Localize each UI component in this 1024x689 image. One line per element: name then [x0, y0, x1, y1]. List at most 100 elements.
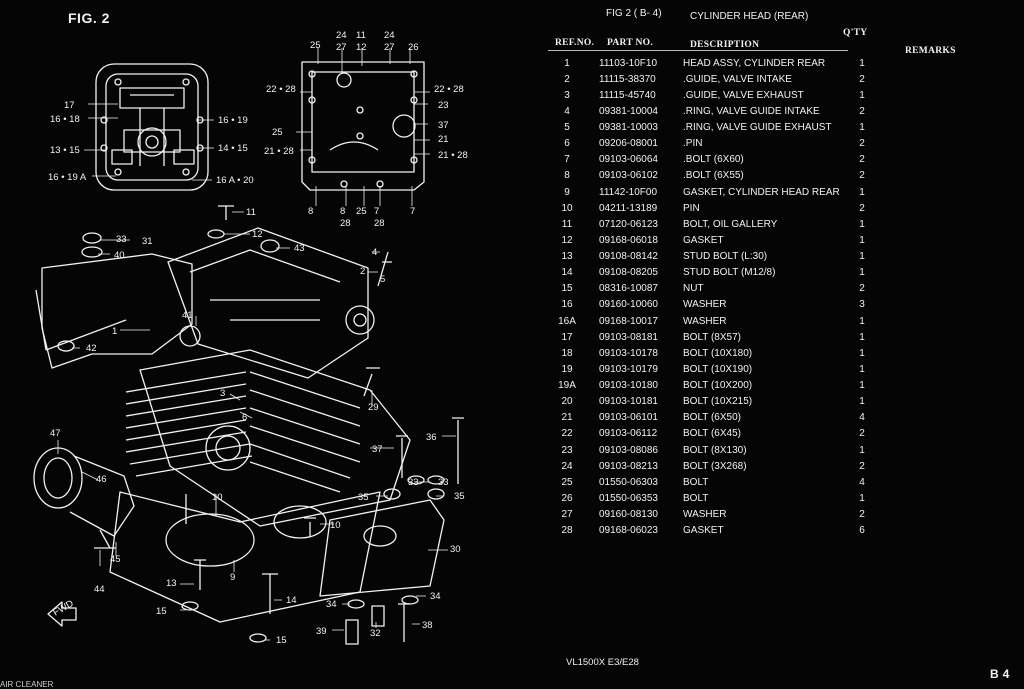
callout: 17	[64, 100, 75, 111]
description-cell: BOLT (6X50)	[683, 412, 741, 424]
ref-number-cell: 25	[561, 476, 573, 488]
callout: 15	[276, 635, 287, 646]
figure-reference: FIG 2 ( B- 4)	[606, 8, 662, 19]
quantity-cell: 1	[859, 380, 865, 392]
callout: 11	[356, 30, 366, 41]
description-cell: .RING, VALVE GUIDE INTAKE	[683, 105, 820, 117]
ref-number-cell: 4	[564, 105, 570, 117]
part-number-cell: 09108-08142	[599, 251, 658, 263]
description-cell: BOLT (10X215)	[683, 396, 753, 408]
ref-number-cell: 24	[561, 460, 573, 472]
ref-number-cell: 9	[564, 186, 570, 198]
callout: 32	[370, 628, 381, 639]
callout: 7	[410, 206, 415, 217]
quantity-cell: 2	[859, 170, 865, 182]
ref-number-cell: 26	[561, 492, 573, 504]
column-header-qty: Q'TY	[843, 28, 868, 38]
quantity-cell: 2	[859, 283, 865, 295]
quantity-cell: 1	[859, 315, 865, 327]
callout: 39	[316, 626, 327, 637]
part-number-cell: 09103-08213	[599, 460, 658, 472]
quantity-cell: 3	[859, 299, 865, 311]
part-number-cell: 09103-06112	[599, 428, 658, 440]
callout: 8	[340, 206, 345, 217]
part-number-cell: 09168-06023	[599, 525, 658, 537]
fwd-arrow-icon	[47, 601, 77, 627]
ref-number-cell: 21	[561, 412, 573, 424]
page-code: B4	[990, 667, 1014, 681]
description-cell: BOLT (3X268)	[683, 460, 747, 472]
quantity-cell: 2	[859, 105, 865, 117]
ref-number-cell: 12	[561, 234, 573, 246]
header-rule	[548, 50, 848, 51]
callout: 38	[422, 620, 433, 631]
ref-number-cell: 14	[561, 267, 573, 279]
fwd-label: FWD	[51, 598, 75, 618]
callout: 24	[384, 30, 395, 41]
callout: 12	[356, 42, 367, 53]
callout: 41	[182, 310, 193, 321]
description-cell: HEAD ASSY, CYLINDER REAR	[683, 57, 826, 69]
quantity-cell: 1	[859, 363, 865, 375]
callout: 3	[220, 388, 225, 399]
quantity-cell: 1	[859, 331, 865, 343]
column-header-remarks: REMARKS	[905, 46, 956, 56]
callout: 21 • 28	[264, 146, 294, 157]
ref-number-cell: 16A	[558, 315, 576, 327]
description-cell: BOLT (8X130)	[683, 444, 747, 456]
quantity-cell: 2	[859, 460, 865, 472]
quantity-cell: 1	[859, 57, 865, 69]
table-row: 24 09103-08213 BOLT (3X268) 2	[535, 458, 875, 474]
callout: 25	[356, 206, 367, 217]
callout: 29	[368, 402, 379, 413]
callout: 6	[242, 412, 247, 423]
part-number-cell: 09160-10060	[599, 299, 658, 311]
side-view-drawing	[95, 63, 209, 191]
description-cell: PIN	[683, 202, 700, 214]
callouts-exploded: 11 12 33 31 40 43 4 2 5 1 41 42 3 6 29 4…	[50, 207, 465, 646]
quantity-cell: 6	[859, 525, 865, 537]
callout: 10	[330, 520, 341, 531]
callout: 34	[326, 599, 337, 610]
ref-number-cell: 20	[561, 396, 573, 408]
callout: 13 • 15	[50, 145, 80, 156]
callout: 9	[230, 572, 235, 583]
description-cell: .GUIDE, VALVE INTAKE	[683, 73, 792, 85]
quantity-cell: 1	[859, 122, 865, 134]
callout: 16 A • 20	[216, 175, 254, 186]
quantity-cell: 2	[859, 428, 865, 440]
callout: 1	[112, 326, 117, 337]
callout: 11	[246, 207, 256, 218]
part-number-cell: 09103-08086	[599, 444, 658, 456]
callout: 5	[380, 274, 385, 285]
ref-number-cell: 6	[564, 138, 570, 150]
part-number-cell: 09103-10180	[599, 380, 658, 392]
part-number-cell: 09168-06018	[599, 234, 658, 246]
callout: 40	[114, 250, 125, 261]
callout: 37	[372, 444, 383, 455]
figure-label: FIG. 2	[68, 10, 110, 26]
quantity-cell: 2	[859, 202, 865, 214]
quantity-cell: 1	[859, 492, 865, 504]
quantity-cell: 1	[859, 396, 865, 408]
callout: 4	[372, 247, 377, 258]
callout: 14 • 15	[218, 143, 248, 154]
ref-number-cell: 19A	[558, 380, 576, 392]
